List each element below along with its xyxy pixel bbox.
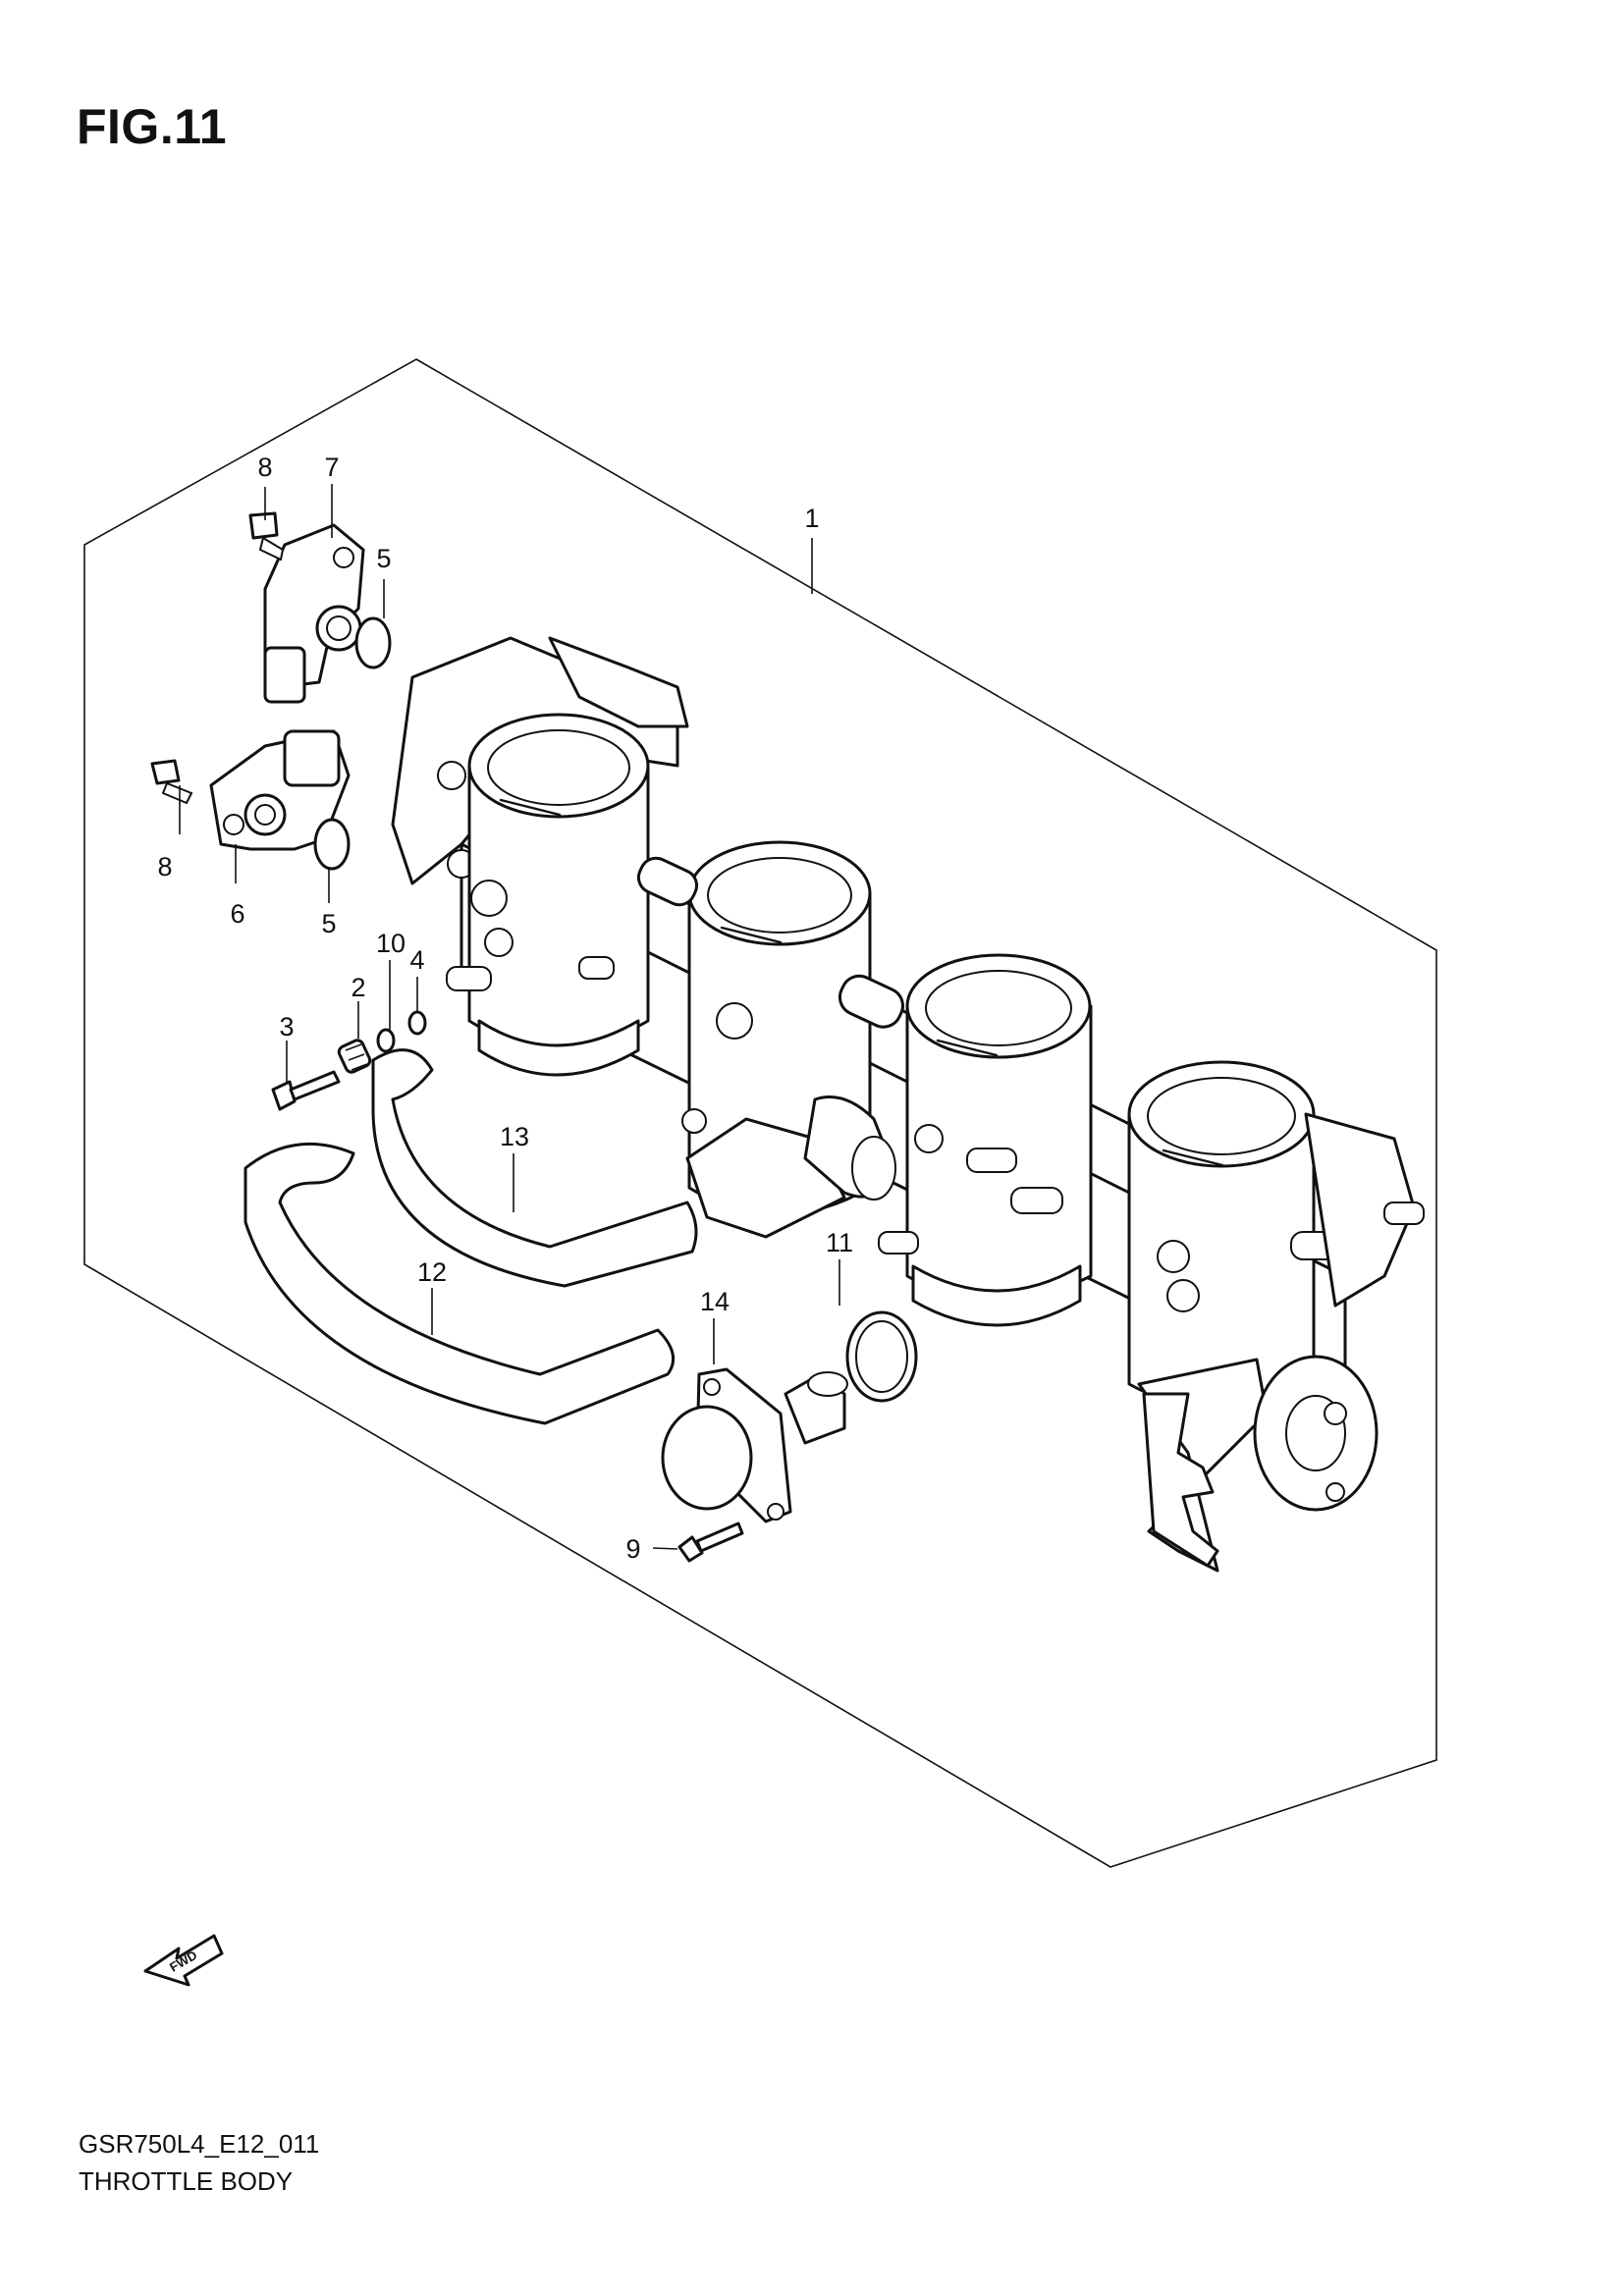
callout-2: 2 <box>351 973 365 1002</box>
callout-8a: 8 <box>257 453 272 482</box>
throttle-pulley <box>1137 1355 1379 1573</box>
throttle-body-assembly[interactable] <box>391 636 1425 1573</box>
bolt-part-8-upper[interactable] <box>248 511 285 561</box>
callout-3: 3 <box>279 1012 294 1041</box>
o-ring-part-5-upper[interactable] <box>354 616 392 669</box>
screw-part-9[interactable] <box>677 1522 744 1563</box>
sensor-part-6[interactable] <box>209 729 351 851</box>
figure-title: FIG.11 <box>77 99 228 154</box>
callout-14: 14 <box>700 1287 730 1316</box>
footer: GSR750L4_E12_011 THROTTLE BODY <box>79 2125 319 2200</box>
callout-6: 6 <box>230 899 244 929</box>
throttle-bore-4 <box>1127 1060 1425 1411</box>
callout-5a: 5 <box>376 544 391 573</box>
callout-10: 10 <box>376 929 406 958</box>
callout-11: 11 <box>826 1228 853 1257</box>
diagram-code: GSR750L4_E12_011 <box>79 2129 320 2159</box>
callout-4: 4 <box>409 945 424 975</box>
throttle-bore-3 <box>878 953 1093 1327</box>
o-ring-part-5-lower[interactable] <box>313 818 351 871</box>
callout-13: 13 <box>500 1122 529 1151</box>
callout-9: 9 <box>625 1534 640 1564</box>
throttle-bore-1 <box>446 713 650 1077</box>
spring-part-2[interactable] <box>337 1039 372 1074</box>
assembly-boundary <box>83 358 1437 1868</box>
diagram-caption: THROTTLE BODY <box>79 2166 294 2196</box>
bolt-part-8-lower[interactable] <box>150 759 193 805</box>
callout-8b: 8 <box>157 852 172 881</box>
screw-part-3[interactable] <box>271 1070 341 1111</box>
leader-lines <box>179 484 840 1550</box>
hose-part-12[interactable] <box>243 1142 676 1425</box>
fwd-arrow-icon: FWD <box>143 1934 224 1987</box>
callout-12: 12 <box>417 1257 447 1287</box>
callout-numbers: 1 8 7 5 8 6 5 10 4 2 3 13 12 11 14 9 <box>157 453 853 1564</box>
callout-5b: 5 <box>321 909 336 938</box>
callout-1: 1 <box>804 504 819 533</box>
sensor-part-14[interactable] <box>661 1367 848 1523</box>
washer-part-10[interactable] <box>376 1028 396 1053</box>
sensor-part-7[interactable] <box>263 523 365 704</box>
hose-part-13[interactable] <box>371 1048 698 1288</box>
callout-7: 7 <box>324 453 339 482</box>
washer-part-4[interactable] <box>407 1010 427 1036</box>
